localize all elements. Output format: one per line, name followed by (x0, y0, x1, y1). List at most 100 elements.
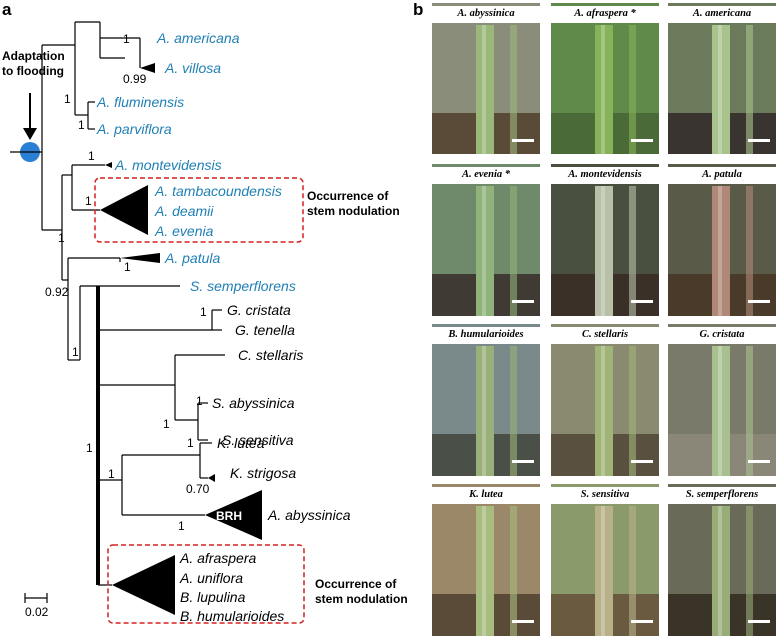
stem-photo: S. sensitiva (551, 484, 659, 636)
stem-photo: A. patula (668, 164, 776, 316)
taxon-label: G. tenella (235, 322, 295, 338)
clade-patula (120, 253, 160, 263)
taxon-label: G. cristata (227, 302, 291, 318)
taxon-label: S. semperflorens (190, 278, 296, 294)
stem-photo: C. stellaris (551, 324, 659, 476)
photo-title: A. abyssinica (432, 6, 540, 23)
support-value: 1 (58, 231, 65, 245)
photo-title: S. sensitiva (551, 487, 659, 504)
support-value: 0.70 (186, 482, 210, 496)
taxon-label: K. strigosa (230, 465, 296, 481)
photo-image (551, 3, 659, 154)
stem-photo: S. semperflorens (668, 484, 776, 636)
stem-photo: K. lutea (432, 484, 540, 636)
photo-scale-bar (631, 620, 653, 623)
photo-title: K. lutea (432, 487, 540, 504)
photo-scale-bar (748, 460, 770, 463)
clade-evenia (100, 185, 148, 235)
taxon-label: A. fluminensis (96, 94, 184, 110)
support-value: 1 (163, 417, 170, 431)
photo-scale-bar (748, 139, 770, 142)
stem-nodulation-box-2 (107, 544, 305, 624)
taxon-label: K. lutea (217, 435, 265, 451)
adaptation-label-line2: to flooding (2, 64, 64, 78)
photo-scale-bar (512, 139, 534, 142)
photo-scale-bar (512, 620, 534, 623)
taxon-label: A. evenia (154, 223, 214, 239)
photo-image (551, 164, 659, 316)
panel-b-label: b (413, 0, 424, 19)
photo-image (551, 484, 659, 636)
taxon-label: A. tambacoundensis (154, 183, 282, 199)
photo-image (432, 324, 540, 476)
photo-image (432, 484, 540, 636)
photo-scale-bar (631, 300, 653, 303)
taxon-label: A. uniflora (179, 570, 243, 586)
taxon-label: A. parviflora (96, 121, 172, 137)
scale-label: 0.02 (25, 605, 49, 619)
taxon-label: A. afraspera (179, 550, 256, 566)
taxon-label: S. abyssinica (212, 395, 295, 411)
support-value: 1 (196, 394, 203, 408)
taxon-label: A. deamii (154, 203, 214, 219)
photo-scale-bar (512, 300, 534, 303)
flooding-arrow-icon (23, 128, 37, 140)
support-value: 1 (123, 32, 130, 46)
panel-a-label: a (2, 0, 12, 19)
stem-nodulation-label-1b: stem nodulation (307, 204, 400, 218)
clade-brh (205, 490, 262, 540)
support-value: 1 (78, 118, 85, 132)
stem-photo: G. cristata (668, 324, 776, 476)
photo-scale-bar (631, 460, 653, 463)
taxon-label: B. humularioides (180, 608, 284, 624)
support-value: 1 (86, 441, 93, 455)
support-value: 1 (64, 92, 71, 106)
photo-image (668, 3, 776, 154)
taxon-label: A. americana (156, 30, 240, 46)
support-value: 0.99 (123, 72, 147, 86)
support-value: 1 (178, 519, 185, 533)
photo-title: A. patula (668, 167, 776, 184)
photo-scale-bar (512, 460, 534, 463)
phylogenetic-tree: a Adaptation to flooding A. americana A.… (2, 0, 408, 624)
stem-nodulation-label-2: Occurrence of (315, 577, 397, 591)
photo-title: A. evenia * (432, 167, 540, 184)
taxon-label: C. stellaris (238, 347, 303, 363)
taxon-label: A. villosa (164, 60, 221, 76)
support-value: 0.92 (45, 285, 69, 299)
support-value: 1 (108, 467, 115, 481)
clade-afraspera (112, 555, 175, 615)
support-value: 1 (124, 260, 131, 274)
photo-scale-bar (748, 620, 770, 623)
clade-villosa (140, 63, 155, 73)
photo-title: G. cristata (668, 327, 776, 344)
taxon-label: A. montevidensis (114, 157, 222, 173)
photo-image (668, 324, 776, 476)
taxon-label: A. patula (164, 250, 220, 266)
photo-image (432, 3, 540, 154)
photo-scale-bar (748, 300, 770, 303)
photo-image (668, 484, 776, 636)
stem-photo: A. montevidensis (551, 164, 659, 316)
stem-nodulation-box-1 (94, 177, 304, 243)
photo-scale-bar (631, 139, 653, 142)
taxon-label: B. lupulina (180, 589, 246, 605)
stem-photo: A. abyssinica (432, 3, 540, 154)
taxon-label: A. abyssinica (267, 507, 351, 523)
photo-title: B. humularioides (432, 327, 540, 344)
photo-image (551, 324, 659, 476)
stem-nodulation-label-2b: stem nodulation (315, 592, 408, 606)
brh-label: BRH (216, 509, 242, 523)
photo-title: S. semperflorens (668, 487, 776, 504)
taxon-label: S. sensitiva (222, 432, 294, 448)
stem-photo: A. afraspera * (551, 3, 659, 154)
photo-title: A. americana (668, 6, 776, 23)
stem-nodulation-label-1: Occurrence of (307, 189, 389, 203)
stem-photo: A. americana (668, 3, 776, 154)
photo-title: A. montevidensis (551, 167, 659, 184)
photo-image (432, 164, 540, 316)
support-value: 1 (85, 194, 92, 208)
support-value: 1 (88, 149, 95, 163)
adaptation-label-line1: Adaptation (2, 49, 65, 63)
photo-title: A. afraspera * (551, 6, 659, 23)
